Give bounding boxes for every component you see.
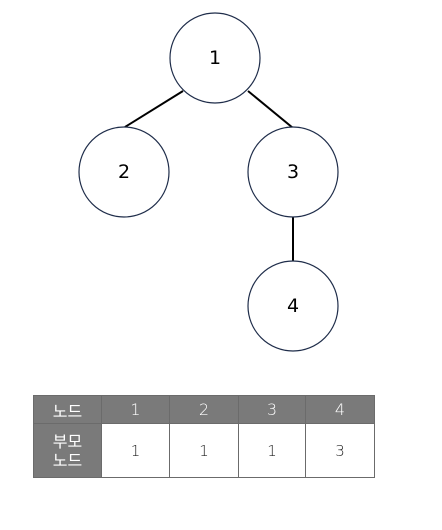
tree-node-3-label: 3 (287, 161, 299, 183)
table-cell-parent-4: 3 (305, 423, 375, 478)
tree-node-3: 3 (247, 126, 339, 218)
table-cell-node-1: 1 (101, 395, 170, 424)
tree-node-2: 2 (78, 126, 170, 218)
row-header-parent-line1: 부모 (52, 431, 83, 451)
table-cell-parent-3: 1 (238, 423, 306, 478)
tree-node-4-circle (247, 260, 339, 352)
edge-1-2 (124, 90, 184, 128)
parent-table: 노드 1 2 3 4 부모 노드 1 1 1 3 (33, 395, 375, 478)
edge-1-3 (247, 90, 294, 129)
row-header-parent-line2: 노드 (52, 450, 83, 470)
table-cell-node-3: 3 (238, 395, 306, 424)
table-cell-parent-1: 1 (101, 423, 170, 478)
table-row-parents: 부모 노드 1 1 1 3 (33, 423, 375, 478)
row-header-parent: 부모 노드 (33, 423, 102, 478)
tree-node-1-circle (169, 12, 261, 104)
row-header-node: 노드 (33, 395, 102, 424)
tree-node-2-label: 2 (118, 161, 130, 183)
tree-node-3-circle (247, 126, 339, 218)
tree-node-1-label: 1 (209, 47, 221, 69)
tree-node-4: 4 (247, 260, 339, 352)
tree-node-1: 1 (169, 12, 261, 104)
tree-diagram: 1 2 3 4 (78, 12, 339, 352)
table-row-nodes: 노드 1 2 3 4 (33, 395, 375, 424)
tree-node-4-label: 4 (287, 295, 299, 317)
table-cell-node-2: 2 (169, 395, 239, 424)
table-cell-node-4: 4 (305, 395, 375, 424)
table-cell-parent-2: 1 (169, 423, 239, 478)
tree-node-2-circle (78, 126, 170, 218)
